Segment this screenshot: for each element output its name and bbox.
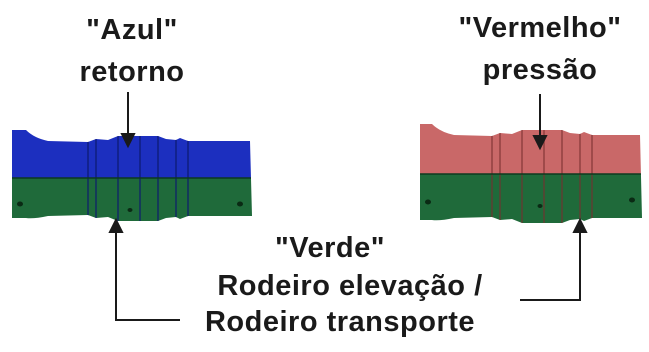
verde-right-leader: [520, 228, 581, 301]
verde-line-2: Rodeiro transporte: [204, 306, 476, 338]
left-handle-green-section: [12, 178, 252, 221]
azul-subtitle: retorno: [79, 56, 185, 88]
vermelho-subtitle: pressão: [482, 54, 598, 86]
azul-arrow-head: [120, 133, 136, 149]
verde-left-arrow-head: [108, 217, 124, 233]
vermelho-title: "Vermelho": [458, 12, 622, 44]
verde-left-leader: [115, 228, 180, 321]
verde-right-arrow-head: [572, 217, 588, 233]
left-handle-blue-section: [12, 130, 252, 178]
azul-title: "Azul": [86, 14, 178, 46]
vermelho-arrow-head: [532, 135, 548, 151]
verde-title: "Verde": [275, 232, 385, 264]
right-handle-green-section: [420, 174, 642, 223]
right-handle: [420, 124, 642, 223]
verde-line-1: Rodeiro elevação /: [217, 270, 483, 302]
right-handle-red-section: [420, 124, 642, 174]
